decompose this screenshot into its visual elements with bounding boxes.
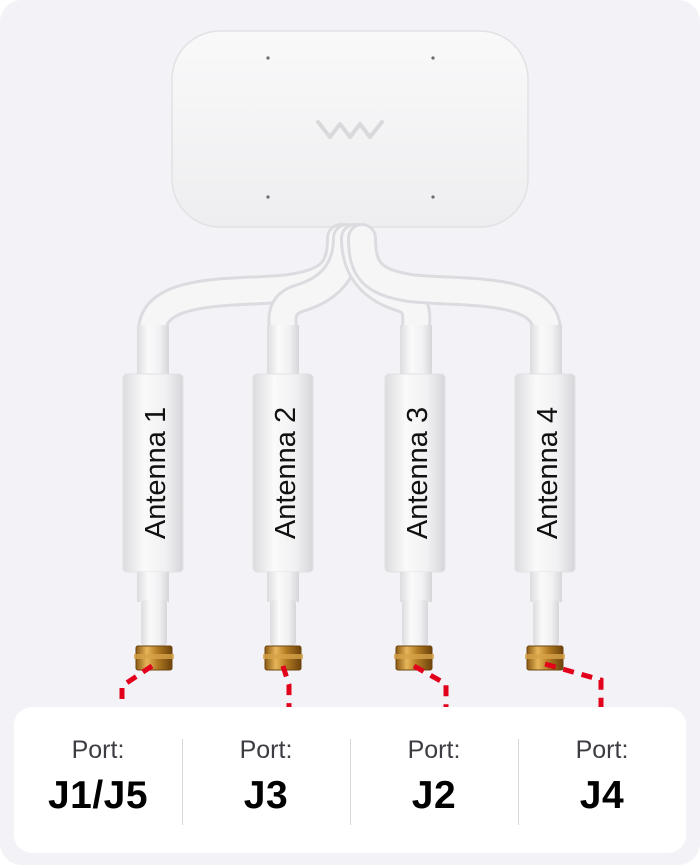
sma-connector-icon: [394, 645, 434, 671]
wave-logo-icon: [316, 120, 384, 139]
port-id: J4: [579, 774, 625, 817]
port-id: J1/J5: [47, 774, 149, 817]
antenna-label-4: Antenna 4: [532, 407, 564, 539]
ports-panel: Port: J1/J5 Port: J3 Port: J2 Port: J4: [14, 707, 686, 853]
antenna-device: [171, 30, 529, 240]
antenna-lead-4: Antenna 4: [514, 325, 576, 671]
port-prefix: Port:: [407, 736, 461, 764]
port-prefix: Port:: [239, 736, 293, 764]
antenna-label-1: Antenna 1: [140, 407, 172, 539]
antenna-lead-2: Antenna 2: [252, 325, 314, 671]
port-cell-3: Port: J2: [350, 707, 518, 853]
port-cell-1: Port: J1/J5: [14, 707, 182, 853]
antenna-label-3: Antenna 3: [402, 407, 434, 539]
antenna-lead-3: Antenna 3: [384, 325, 446, 671]
port-id: J2: [411, 774, 457, 817]
sma-connector-icon: [134, 645, 174, 671]
port-prefix: Port:: [71, 736, 125, 764]
sma-connector-icon: [263, 645, 303, 671]
port-id: J3: [243, 774, 289, 817]
antenna-label-2: Antenna 2: [270, 407, 302, 539]
port-prefix: Port:: [575, 736, 629, 764]
antenna-lead-1: Antenna 1: [122, 325, 184, 671]
port-cell-2: Port: J3: [182, 707, 350, 853]
cable-bundle: [137, 223, 562, 345]
port-cell-4: Port: J4: [518, 707, 686, 853]
